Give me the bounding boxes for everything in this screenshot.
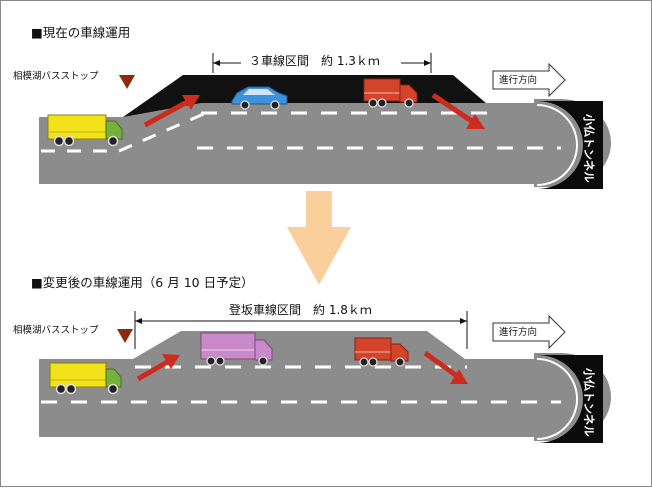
current-road bbox=[39, 103, 561, 184]
current-tunnel-label: 小仏トンネル bbox=[582, 113, 596, 183]
current-direction-arrow: 進行方向 bbox=[492, 62, 566, 98]
current-span-dimension: ３車線区間 約 1.3ｋｍ bbox=[212, 53, 432, 73]
current-merge-out-arrow bbox=[431, 92, 485, 129]
current-tunnel: 小仏トンネル bbox=[536, 101, 603, 189]
current-yellow-truck bbox=[47, 114, 123, 147]
current-merge-in-arrow bbox=[143, 95, 200, 128]
after-yellow-truck bbox=[49, 362, 122, 395]
current-blue-car bbox=[231, 86, 288, 110]
after-tunnel: 小仏トンネル bbox=[536, 355, 603, 443]
after-direction-arrow: 進行方向 bbox=[492, 314, 566, 350]
current-merge-line bbox=[118, 111, 207, 153]
after-direction-label: 進行方向 bbox=[499, 326, 537, 338]
after-heading: ■変更後の車線運用（6 月 10 日予定） bbox=[31, 275, 254, 290]
after-merge-out-arrow bbox=[423, 350, 468, 384]
after-span-label: 登坂車線区間 約 1.8ｋｍ bbox=[229, 302, 372, 317]
current-heading: ■現在の車線運用 bbox=[31, 25, 130, 40]
after-bus-stop-label: 相模湖バスストップ bbox=[13, 324, 99, 336]
current-red-truck bbox=[363, 78, 418, 108]
current-bus-stop-label: 相模湖バスストップ bbox=[13, 70, 99, 82]
current-panel: ■現在の車線運用 ３車線区間 約 1.3ｋｍ 相模湖バスストップ bbox=[13, 25, 611, 189]
current-span-label: ３車線区間 約 1.3ｋｍ bbox=[249, 53, 380, 68]
current-direction-label: 進行方向 bbox=[499, 74, 537, 86]
after-red-truck bbox=[354, 337, 409, 367]
after-merge-in-arrow bbox=[136, 354, 180, 382]
after-span-dimension: 登坂車線区間 約 1.8ｋｍ bbox=[134, 302, 468, 349]
change-arrow bbox=[287, 191, 351, 285]
after-panel: ■変更後の車線運用（6 月 10 日予定） 登坂車線区間 約 1.8ｋｍ 相模湖… bbox=[13, 275, 611, 443]
after-purple-truck bbox=[200, 332, 273, 366]
after-bus-stop-marker bbox=[117, 329, 133, 343]
after-tunnel-label: 小仏トンネル bbox=[582, 367, 596, 437]
current-bus-stop-marker bbox=[119, 75, 135, 89]
